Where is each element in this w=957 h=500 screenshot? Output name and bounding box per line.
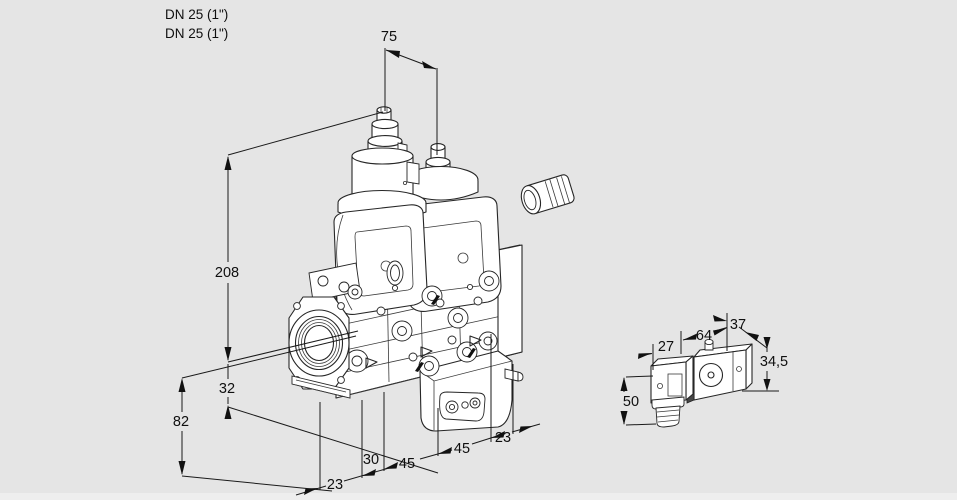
dim-37: 37 xyxy=(713,313,768,351)
dim-75-label: 75 xyxy=(381,29,397,45)
dim-32-label: 32 xyxy=(219,381,235,397)
dim-32: 32 xyxy=(219,364,439,474)
dimension-annotations-accessory: 27 64 37 34,5 xyxy=(620,313,788,426)
dim-27: 27 xyxy=(638,331,682,370)
page-bottom-strip xyxy=(0,493,957,500)
dim-34-5-label: 34,5 xyxy=(760,354,788,370)
dim-45a-label: 45 xyxy=(399,456,415,472)
double-solenoid-valve-drawing xyxy=(288,106,575,432)
port-size-labels: DN 25 (1") DN 25 (1") xyxy=(165,7,228,41)
dim-64-label: 64 xyxy=(696,328,712,344)
flow-arrow-icon xyxy=(469,335,482,347)
dim-50-label: 50 xyxy=(623,394,639,410)
dim-27-label: 27 xyxy=(658,339,674,355)
dn-label-bottom: DN 25 (1") xyxy=(165,26,228,41)
dim-bottom-chain: 23 30 45 45 23 xyxy=(295,334,541,496)
dim-82-label: 82 xyxy=(173,414,189,430)
flow-arrow-icon xyxy=(420,346,433,358)
dn-label-top: DN 25 (1") xyxy=(165,7,228,22)
right-actuator xyxy=(402,143,502,312)
solenoid-accessory-drawing xyxy=(650,338,753,428)
dim-82: 82 xyxy=(173,335,357,492)
dim-50: 50 xyxy=(620,375,657,426)
dim-37-label: 37 xyxy=(730,317,746,333)
dim-64: 64 xyxy=(682,327,728,344)
dim-75: 75 xyxy=(381,29,438,155)
dim-34-5: 34,5 xyxy=(742,337,788,392)
dim-45b-label: 45 xyxy=(454,441,470,457)
dim-23-right-label: 23 xyxy=(495,430,511,446)
dim-30-label: 30 xyxy=(363,452,379,468)
flow-arrow-icon xyxy=(365,357,378,369)
bottom-attachment-box xyxy=(419,350,524,432)
dim-208: 208 xyxy=(215,111,384,363)
dim-208-label: 208 xyxy=(215,265,239,281)
dimension-annotations-main: 75 208 32 82 xyxy=(173,29,541,496)
dim-23-front-label: 23 xyxy=(327,477,343,493)
cable-gland-part xyxy=(520,174,575,215)
threaded-port-flange xyxy=(288,296,351,399)
